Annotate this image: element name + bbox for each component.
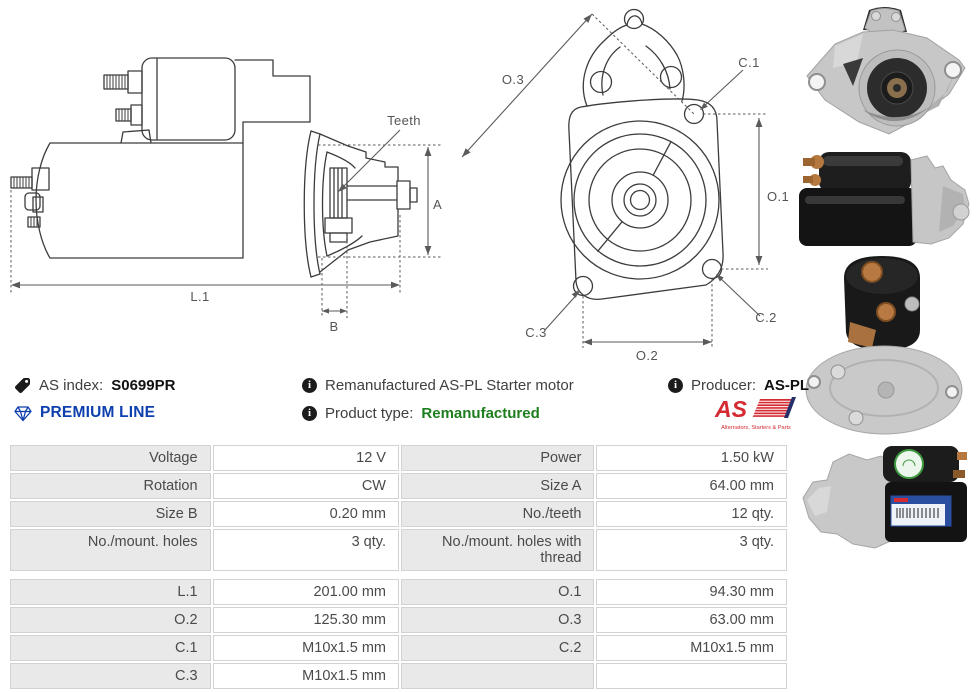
spec-value: CW	[212, 473, 399, 499]
table-row: C.1 M10x1.5 mm C.2 M10x1.5 mm	[10, 635, 787, 661]
spec-label: Size B	[10, 501, 211, 527]
spec-tables: Voltage 12 V Power 1.50 kW Rotation CW S…	[8, 443, 789, 691]
spec-label: O.2	[10, 607, 211, 633]
as-index-value: S0699PR	[111, 376, 176, 394]
premium-line-label: PREMIUM LINE	[40, 404, 156, 421]
dim-label-c2: C.2	[755, 310, 776, 325]
product-type-line: Product type: Remanufactured	[302, 403, 540, 423]
spec-value: M10x1.5 mm	[212, 663, 399, 689]
spec-label: C.2	[400, 635, 595, 661]
info-icon	[302, 405, 317, 421]
spec-label	[400, 663, 595, 689]
spec-value: 125.30 mm	[212, 607, 399, 633]
dim-label-o3: O.3	[502, 72, 524, 87]
spec-label: Size A	[400, 473, 595, 499]
dim-label-c1: C.1	[738, 55, 759, 70]
teeth-label: Teeth	[387, 113, 421, 128]
logo-text: AS	[714, 396, 748, 422]
spec-label: C.3	[10, 663, 211, 689]
table-row: No./mount. holes 3 qty. No./mount. holes…	[10, 529, 787, 571]
as-pl-logo: AS Alternators, Starters & Parts	[714, 396, 796, 431]
producer-value: AS-PL	[764, 376, 810, 394]
photo-side-view[interactable]	[793, 146, 975, 254]
table-row: L.1 201.00 mm O.1 94.30 mm	[10, 579, 787, 605]
table-row: C.3 M10x1.5 mm	[10, 663, 787, 689]
dim-label-b: B	[329, 319, 338, 334]
spec-value: 201.00 mm	[212, 579, 399, 605]
spec-table-bottom: L.1 201.00 mm O.1 94.30 mm O.2 125.30 mm…	[8, 577, 789, 691]
table-row: Rotation CW Size A 64.00 mm	[10, 473, 787, 499]
spec-value: 1.50 kW	[596, 445, 787, 471]
spec-value: 12 V	[212, 445, 399, 471]
spec-value: 94.30 mm	[596, 579, 787, 605]
tag-icon	[15, 377, 30, 393]
spec-label: No./teeth	[400, 501, 595, 527]
spec-table-top: Voltage 12 V Power 1.50 kW Rotation CW S…	[8, 443, 789, 573]
spec-label: No./mount. holes	[10, 529, 211, 571]
spec-label: L.1	[10, 579, 211, 605]
spec-value: 64.00 mm	[596, 473, 787, 499]
table-row: O.2 125.30 mm O.3 63.00 mm	[10, 607, 787, 633]
logo-tagline: Alternators, Starters & Parts	[721, 425, 791, 431]
product-type-value: Remanufactured	[421, 404, 540, 422]
spec-value: 0.20 mm	[212, 501, 399, 527]
producer-line: Producer: AS-PL	[668, 375, 809, 395]
photo-rear-view[interactable]	[800, 252, 968, 436]
product-type-label: Product type:	[325, 404, 414, 422]
info-icon	[668, 377, 683, 393]
product-description: Remanufactured AS-PL Starter motor	[325, 376, 574, 394]
table-row: Size B 0.20 mm No./teeth 12 qty.	[10, 501, 787, 527]
dim-label-o1: O.1	[767, 189, 789, 204]
spec-label: O.3	[400, 607, 595, 633]
photo-front-view[interactable]	[797, 2, 973, 146]
diamond-icon	[14, 405, 32, 421]
spec-value: 63.00 mm	[596, 607, 787, 633]
dim-label-a: A	[433, 197, 442, 212]
spec-label: O.1	[400, 579, 595, 605]
spec-label: Power	[400, 445, 595, 471]
spec-label: C.1	[10, 635, 211, 661]
spec-value: M10x1.5 mm	[596, 635, 787, 661]
photo-side-view-labels[interactable]	[797, 440, 973, 562]
table-row: Voltage 12 V Power 1.50 kW	[10, 445, 787, 471]
spec-value: M10x1.5 mm	[212, 635, 399, 661]
dim-label-o2: O.2	[636, 348, 658, 363]
premium-line: PREMIUM LINE	[14, 403, 155, 423]
spec-value: 12 qty.	[596, 501, 787, 527]
dim-label-l1: L.1	[190, 289, 209, 304]
spec-value: 3 qty.	[212, 529, 399, 571]
side-view-diagram: A L.1 B Teeth	[10, 57, 442, 334]
dim-label-c3: C.3	[525, 325, 546, 340]
front-view-diagram: O.3 C.1 O.1 C.2 C.3 O.2	[461, 8, 789, 363]
producer-label: Producer:	[691, 376, 757, 394]
as-index-line: AS index: S0699PR	[14, 375, 175, 395]
description-line: Remanufactured AS-PL Starter motor	[302, 375, 574, 395]
spec-value: 3 qty.	[596, 529, 787, 571]
spec-label: Rotation	[10, 473, 211, 499]
spec-label: Voltage	[10, 445, 211, 471]
info-icon	[302, 377, 317, 393]
spec-label: No./mount. holes with thread	[400, 529, 595, 571]
as-index-label: AS index:	[39, 376, 104, 394]
spec-value	[596, 663, 787, 689]
